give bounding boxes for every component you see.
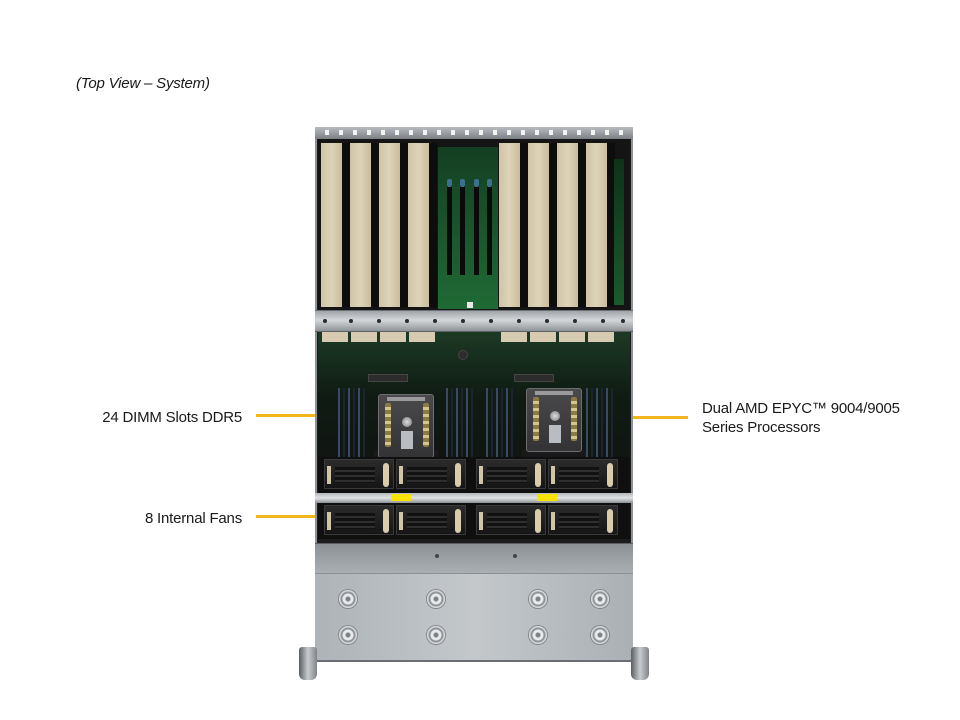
card-retention-bar: [315, 310, 633, 332]
screw-icon: [402, 417, 412, 427]
expansion-card: [350, 143, 371, 307]
fan-module: [548, 505, 618, 535]
callout-cpu-line2: Series Processors: [702, 419, 821, 436]
callout-fans-leader: [256, 515, 352, 518]
thumbscrew-icon: [339, 626, 357, 644]
fan-module: [396, 505, 466, 535]
warning-label: [537, 494, 557, 501]
callout-dimm-leader: [256, 414, 350, 417]
figure-caption: (Top View – System): [76, 75, 210, 92]
fan-rail: [315, 493, 633, 503]
expansion-card: [379, 143, 400, 307]
server-chassis-image: [299, 127, 649, 680]
thumbscrew-icon: [427, 626, 445, 644]
fan-module: [324, 505, 394, 535]
fan-module: [476, 459, 546, 489]
callout-cpu-label: Dual AMD EPYC™ 9004/9005 Series Processo…: [702, 399, 900, 437]
fan-module: [548, 459, 618, 489]
expansion-card: [557, 143, 578, 307]
pcie-slot: [447, 183, 452, 275]
expansion-card: [528, 143, 549, 307]
pcie-slot: [487, 183, 492, 275]
callout-dimm-label: 24 DIMM Slots DDR5: [102, 409, 242, 426]
expansion-card: [586, 143, 607, 307]
pcie-slot: [474, 183, 479, 275]
front-lip: [315, 543, 633, 573]
cpu-heatsink-1: [378, 394, 434, 458]
warning-label: [391, 494, 411, 501]
cpu-heatsink-2: [526, 388, 582, 452]
callout-fans-label: 8 Internal Fans: [144, 510, 242, 527]
pcie-slot: [460, 183, 465, 275]
fan-module: [396, 459, 466, 489]
thumbscrew-icon: [339, 590, 357, 608]
rear-bracket-strip: [315, 127, 633, 139]
fan-module: [324, 459, 394, 489]
thumbscrew-icon: [591, 590, 609, 608]
front-panel: [315, 573, 633, 662]
thumbscrew-icon: [529, 590, 547, 608]
thumbscrew-icon: [591, 626, 609, 644]
expansion-card: [408, 143, 429, 307]
rack-handle-left: [299, 647, 317, 680]
rack-handle-right: [631, 647, 649, 680]
thumbscrew-icon: [529, 626, 547, 644]
expansion-card: [499, 143, 520, 307]
side-board: [614, 159, 624, 305]
screw-icon: [550, 411, 560, 421]
expansion-card: [321, 143, 342, 307]
expansion-card-area: [318, 139, 630, 311]
thumbscrew-icon: [427, 590, 445, 608]
fan-module: [476, 505, 546, 535]
callout-cpu-line1: Dual AMD EPYC™ 9004/9005: [702, 400, 900, 417]
